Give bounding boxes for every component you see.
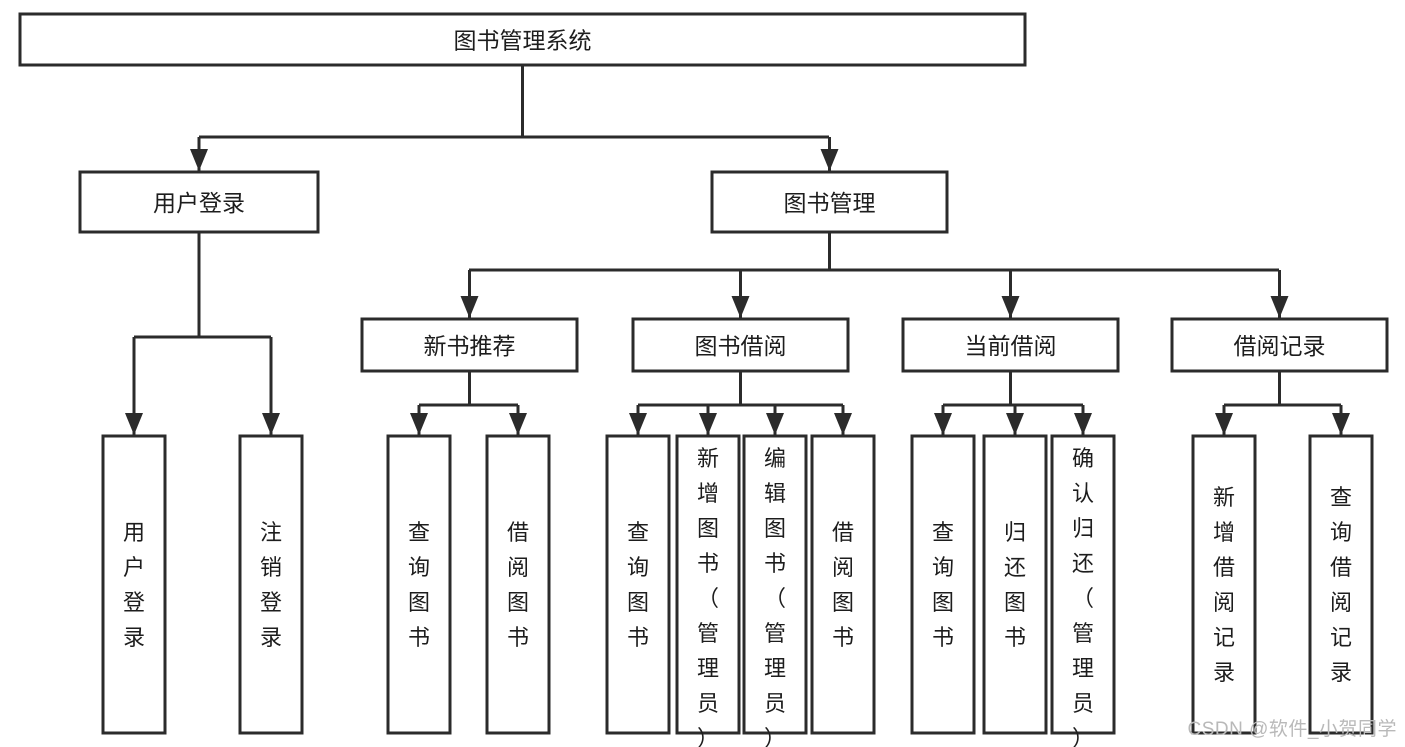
node-box-current-confirm-return[interactable] [1050, 434, 1116, 735]
node-label-book-borrow: 图书借阅 [695, 333, 787, 359]
arrow-head-icon [820, 149, 839, 171]
node-box-borrow-borrow-book[interactable] [810, 434, 876, 735]
node-borrow-borrow-book[interactable]: 借阅图书 [810, 434, 876, 735]
node-label-borrow-record: 借阅记录 [1234, 333, 1326, 359]
node-book-manage[interactable]: 图书管理 [710, 170, 949, 234]
node-box-record-query[interactable] [1308, 434, 1374, 735]
node-label-current-borrow: 当前借阅 [965, 333, 1057, 359]
arrow-head-icon [699, 413, 717, 435]
node-borrow-record[interactable]: 借阅记录 [1170, 317, 1389, 373]
node-label-user-login-do: 用户登录 [123, 520, 145, 650]
arrow-head-icon [125, 413, 143, 435]
arrow-head-icon [190, 149, 208, 171]
node-box-user-logout[interactable] [238, 434, 304, 735]
node-borrow-edit-book[interactable]: 编辑图书（管理员） [742, 434, 808, 747]
arrow-head-icon [1001, 296, 1020, 318]
node-recommend-query-book[interactable]: 查询图书 [386, 434, 452, 735]
node-user-login-do[interactable]: 用户登录 [101, 434, 167, 735]
node-label-book-manage: 图书管理 [784, 190, 876, 216]
node-label-borrow-add-book: 新增图书（管理员） [697, 446, 719, 747]
arrow-head-icon [1332, 413, 1350, 435]
node-box-borrow-record[interactable] [1170, 317, 1389, 373]
node-box-record-add[interactable] [1191, 434, 1257, 735]
csdn-watermark: CSDN @软件_小贺同学 [1187, 719, 1397, 740]
node-label-borrow-borrow-book: 借阅图书 [832, 520, 854, 650]
arrow-head-icon [934, 413, 952, 435]
node-label-new-book-recommend: 新书推荐 [424, 333, 516, 359]
node-box-borrow-edit-book[interactable] [742, 434, 808, 735]
node-box-book-manage[interactable] [710, 170, 949, 234]
arrow-head-icon [262, 413, 280, 435]
node-label-recommend-borrow-book: 借阅图书 [507, 520, 529, 650]
node-borrow-query-book[interactable]: 查询图书 [605, 434, 671, 735]
node-box-new-book-recommend[interactable] [360, 317, 579, 373]
node-label-user-login: 用户登录 [153, 190, 245, 216]
node-borrow-add-book[interactable]: 新增图书（管理员） [675, 434, 741, 747]
node-label-recommend-query-book: 查询图书 [408, 520, 430, 650]
node-box-borrow-add-book[interactable] [675, 434, 741, 735]
node-layer: 图书管理系统用户登录用户登录注销登录图书管理新书推荐查询图书借阅图书图书借阅查询… [18, 12, 1389, 747]
node-box-root[interactable] [18, 12, 1027, 67]
node-label-root: 图书管理系统 [454, 28, 592, 54]
node-current-return-book[interactable]: 归还图书 [982, 434, 1048, 735]
node-current-query-book[interactable]: 查询图书 [910, 434, 976, 735]
arrow-head-icon [1215, 413, 1233, 435]
node-label-current-query-book: 查询图书 [932, 520, 954, 650]
node-record-query[interactable]: 查询借阅记录 [1308, 434, 1374, 735]
node-current-borrow[interactable]: 当前借阅 [901, 317, 1120, 373]
node-user-logout[interactable]: 注销登录 [238, 434, 304, 735]
arrow-head-icon [1270, 296, 1289, 318]
node-record-add[interactable]: 新增借阅记录 [1191, 434, 1257, 735]
node-root-system[interactable]: 图书管理系统 [18, 12, 1027, 67]
node-new-book-recommend[interactable]: 新书推荐 [360, 317, 579, 373]
node-box-book-borrow[interactable] [631, 317, 850, 373]
node-box-current-return-book[interactable] [982, 434, 1048, 735]
arrow-head-icon [766, 413, 784, 435]
node-label-current-return-book: 归还图书 [1004, 520, 1026, 650]
arrow-head-icon [629, 413, 647, 435]
node-label-borrow-edit-book: 编辑图书（管理员） [764, 446, 786, 747]
node-recommend-borrow-book[interactable]: 借阅图书 [485, 434, 551, 735]
arrow-head-icon [460, 296, 479, 318]
arrow-head-icon [410, 413, 428, 435]
arrow-head-icon [1074, 413, 1092, 435]
node-box-recommend-borrow-book[interactable] [485, 434, 551, 735]
connector-layer [125, 65, 1350, 435]
arrow-head-icon [509, 413, 527, 435]
arrow-head-icon [731, 296, 750, 318]
node-box-borrow-query-book[interactable] [605, 434, 671, 735]
arrow-head-icon [834, 413, 852, 435]
node-box-recommend-query-book[interactable] [386, 434, 452, 735]
node-current-confirm-return[interactable]: 确认归还（管理员） [1050, 434, 1116, 747]
node-box-user-login[interactable] [78, 170, 320, 234]
arrow-head-icon [1006, 413, 1024, 435]
node-label-borrow-query-book: 查询图书 [627, 520, 649, 650]
node-label-user-logout: 注销登录 [260, 520, 282, 650]
node-label-current-confirm-return: 确认归还（管理员） [1072, 446, 1094, 747]
node-label-record-query: 查询借阅记录 [1330, 485, 1352, 685]
node-box-current-borrow[interactable] [901, 317, 1120, 373]
node-user-login[interactable]: 用户登录 [78, 170, 320, 234]
node-box-current-query-book[interactable] [910, 434, 976, 735]
node-book-borrow[interactable]: 图书借阅 [631, 317, 850, 373]
node-box-user-login-do[interactable] [101, 434, 167, 735]
node-label-record-add: 新增借阅记录 [1213, 485, 1235, 685]
